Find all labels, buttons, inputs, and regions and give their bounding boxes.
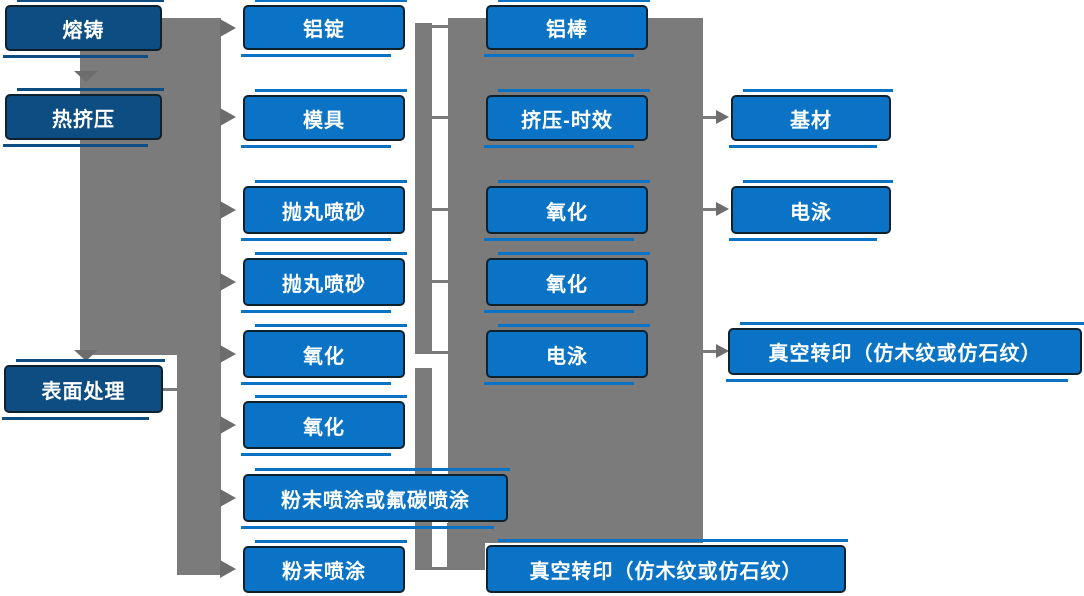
- node-aluminum-rod: 铝棒: [484, 0, 650, 57]
- node-aluminum-ingot: 铝锭: [241, 0, 407, 57]
- col4-arrow-line-vacuum-transfer: [702, 350, 718, 353]
- tick-row3: [430, 208, 450, 211]
- node-surface-treatment: 表面处理: [2, 359, 165, 420]
- col4-arrow-head-electrophoresis-icon: [716, 202, 729, 216]
- node-electrophoresis-2: 电泳: [729, 180, 893, 241]
- node-powder-or-fluorocarbon-coating: 粉末喷涂或氟碳喷涂: [241, 468, 510, 529]
- col4-arrow-head-base-material-icon: [716, 110, 729, 124]
- node-vacuum-transfer-print-right: 真空转印（仿木纹或仿石纹）: [726, 322, 1084, 382]
- tick-row4: [430, 280, 450, 283]
- tick-row1: [430, 25, 450, 28]
- tick-row5: [430, 351, 450, 354]
- node-hot-extrusion: 热挤压: [3, 88, 164, 147]
- tick-row8: [429, 567, 449, 570]
- right-arrow-row2-icon: [220, 108, 236, 126]
- left-connector-band: [80, 18, 221, 355]
- right-arrow-row1-icon: [220, 19, 236, 37]
- node-mold: 模具: [241, 89, 407, 148]
- node-electrophoresis-1: 电泳: [484, 324, 650, 385]
- node-extrusion-aging: 挤压-时效: [484, 89, 650, 148]
- col4-arrow-line-electrophoresis: [702, 208, 718, 211]
- right-arrow-row3-icon: [220, 201, 236, 219]
- node-melting-casting: 熔铸: [3, 0, 164, 58]
- node-oxidation-3: 氧化: [484, 180, 650, 241]
- down-arrow-to-surface-treatment-icon: [74, 350, 98, 361]
- column3-backdrop-foot: [447, 523, 485, 570]
- right-arrow-row4-icon: [220, 273, 236, 291]
- node-base-material: 基材: [729, 89, 893, 148]
- col4-arrow-line-base-material: [702, 116, 718, 119]
- node-oxidation-2: 氧化: [241, 395, 407, 456]
- node-powder-coating: 粉末喷涂: [243, 540, 407, 593]
- right-arrow-row8-icon: [220, 560, 236, 578]
- node-oxidation-4: 氧化: [484, 252, 650, 313]
- left-connector-band-lower: [177, 355, 221, 575]
- node-shot-blasting-2: 抛丸喷砂: [241, 252, 407, 313]
- right-arrow-row6-icon: [220, 416, 236, 434]
- tick-row2: [430, 116, 450, 119]
- middle-connector-bar-upper: [415, 23, 432, 354]
- down-arrow-to-hot-extrusion-icon: [74, 71, 98, 82]
- col4-arrow-head-vacuum-transfer-icon: [716, 344, 729, 358]
- surface-treatment-link-line: [161, 388, 179, 391]
- node-vacuum-transfer-print-bottom: 真空转印（仿木纹或仿石纹）: [486, 539, 848, 593]
- node-oxidation-1: 氧化: [241, 324, 407, 385]
- right-arrow-row7-icon: [220, 489, 236, 507]
- right-arrow-row5-icon: [220, 345, 236, 363]
- node-shot-blasting-1: 抛丸喷砂: [241, 180, 407, 241]
